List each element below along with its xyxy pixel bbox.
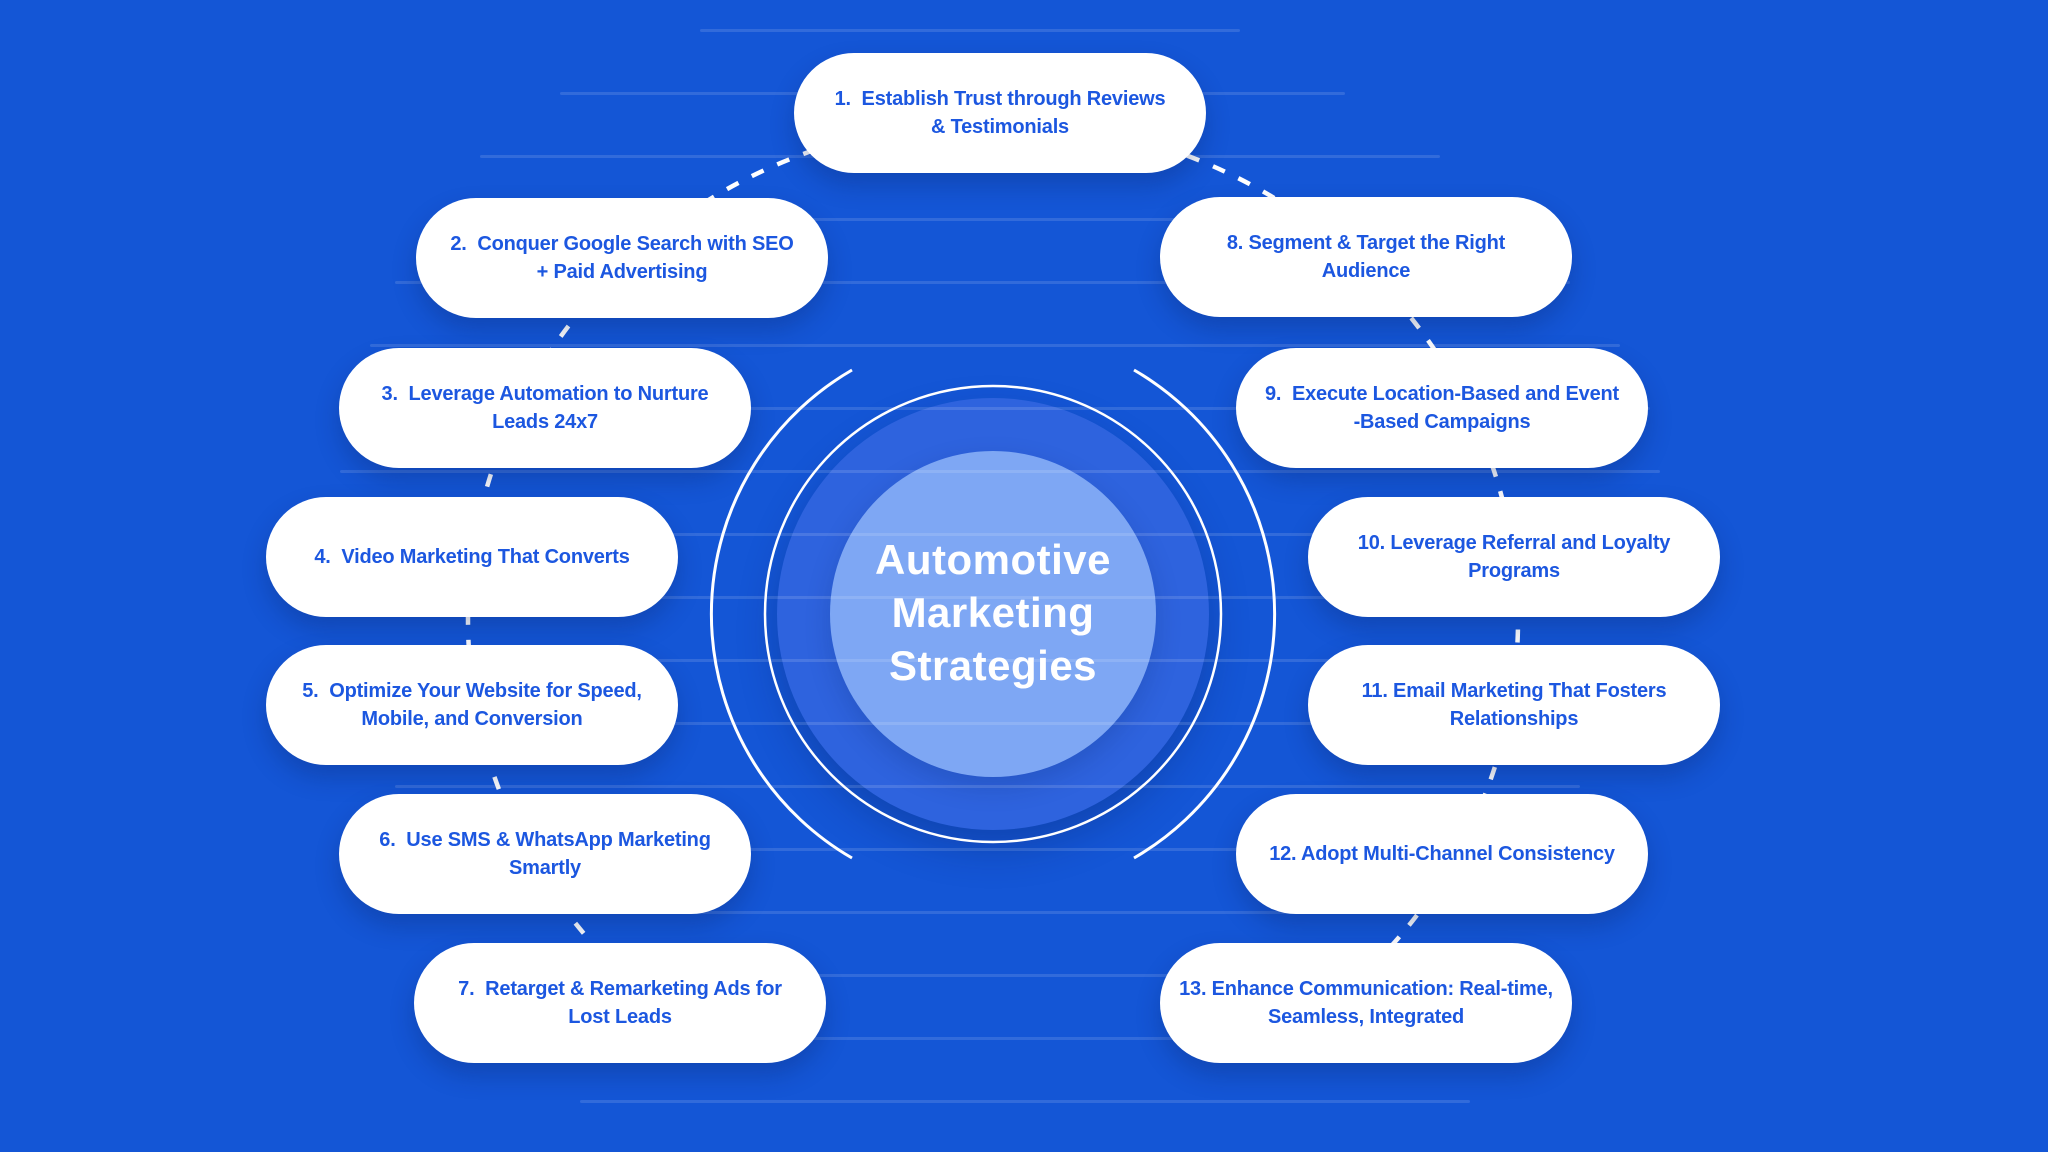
background-stripe [480, 911, 1450, 914]
background-stripe [350, 659, 1650, 662]
strategy-pill-label: 12. Adopt Multi-Channel Consistency [1269, 843, 1615, 865]
background-stripe [370, 344, 1620, 347]
strategy-pill-label: 5. Optimize Your Website for Speed, Mobi… [302, 680, 642, 730]
background-stripe [560, 974, 1350, 977]
strategy-pill-label: 8. Segment & Target the Right Audience [1226, 232, 1506, 282]
dashed-connector-path [465, 117, 1521, 976]
strategy-pill-label: 9. Execute Location-Based and Event -Bas… [1264, 383, 1619, 433]
outer-arc-right [1133, 368, 1277, 860]
background-stripe [640, 1037, 1260, 1040]
strategy-pill-8: 8. Segment & Target the Right Audience [1160, 197, 1572, 317]
strategy-pill-label: 6. Use SMS & WhatsApp Marketing Smartly [379, 829, 711, 879]
white-ring [763, 384, 1223, 844]
background-stripe [395, 281, 1570, 284]
background-stripe [340, 596, 1660, 599]
background-stripe [340, 470, 1660, 473]
background-stripe [370, 722, 1620, 725]
strategy-pill-label: 7. Retarget & Remarketing Ads for Lost L… [458, 978, 782, 1028]
strategy-pill-label: 10. Leverage Referral and Loyalty Progra… [1357, 532, 1671, 582]
background-stripe [580, 1100, 1470, 1103]
background-stripe [350, 407, 1650, 410]
strategy-pill-4: 4. Video Marketing That Converts [266, 497, 678, 617]
strategy-pill-5: 5. Optimize Your Website for Speed, Mobi… [266, 645, 678, 765]
background-stripe [430, 848, 1520, 851]
background-stripe [335, 533, 1665, 536]
strategy-pill-label: 13. Enhance Communication: Real-time, Se… [1179, 978, 1553, 1028]
strategy-pill-label: 2. Conquer Google Search with SEO + Paid… [450, 233, 794, 283]
center-title: Automotive Marketing Strategies [875, 536, 1111, 689]
strategy-pill-11: 11. Email Marketing That Fosters Relatio… [1308, 645, 1720, 765]
strategy-pill-10: 10. Leverage Referral and Loyalty Progra… [1308, 497, 1720, 617]
strategy-pill-3: 3. Leverage Automation to Nurture Leads … [339, 348, 751, 468]
background-stripe [395, 785, 1580, 788]
strategy-pill-7: 7. Retarget & Remarketing Ads for Lost L… [414, 943, 826, 1063]
strategy-pill-9: 9. Execute Location-Based and Event -Bas… [1236, 348, 1648, 468]
outer-arc-left [709, 368, 853, 860]
strategy-pill-2: 2. Conquer Google Search with SEO + Paid… [416, 198, 828, 318]
background-stripe [700, 29, 1240, 32]
center-circle-inner-fill [830, 451, 1156, 777]
strategy-pill-label: 11. Email Marketing That Fosters Relatio… [1361, 680, 1667, 730]
background-stripe [430, 218, 1520, 221]
strategy-pill-12: 12. Adopt Multi-Channel Consistency [1236, 794, 1648, 914]
strategy-pill-label: 4. Video Marketing That Converts [314, 546, 630, 568]
strategy-pill-6: 6. Use SMS & WhatsApp Marketing Smartly [339, 794, 751, 914]
strategy-pill-label: 1. Establish Trust through Reviews & Tes… [834, 88, 1166, 138]
strategy-pill-1: 1. Establish Trust through Reviews & Tes… [794, 53, 1206, 173]
strategy-pill-label: 3. Leverage Automation to Nurture Leads … [381, 383, 709, 433]
strategy-pill-13: 13. Enhance Communication: Real-time, Se… [1160, 943, 1572, 1063]
